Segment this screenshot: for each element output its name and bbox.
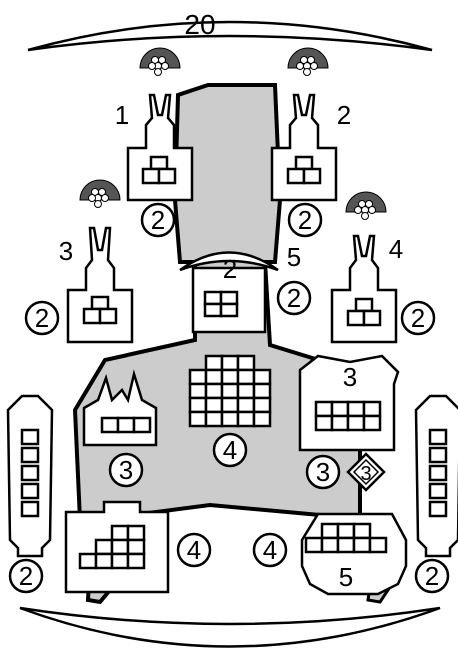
label-right-3: 3 [343,362,357,392]
circle-label: 2 [19,561,33,591]
label-center-5: 5 [287,242,301,272]
circle-label: 2 [425,561,439,591]
piece-2 [272,95,336,200]
circle-label: 2 [151,205,165,235]
label-piece-2: 2 [337,100,351,130]
piece-4 [332,236,396,342]
piece-3 [68,228,132,342]
circle-label: 3 [316,457,330,487]
circle-label: 4 [187,535,201,565]
circle-label: 2 [411,303,425,333]
label-piece-3: 3 [59,236,73,266]
circle-label: 2 [35,303,49,333]
label-bottom-5: 5 [339,562,353,592]
circle-label: 4 [223,435,237,465]
circle-label: 2 [298,205,312,235]
label-piece-1: 1 [115,100,129,130]
label-piece-4: 4 [389,234,403,264]
bottom-left-piece [66,502,168,592]
top-number: 20 [184,9,215,40]
circle-label: 2 [287,283,301,313]
bottom-right-piece [302,514,406,594]
label-center-2: 2 [223,254,237,284]
bottom-arc [20,608,440,647]
top-arc [28,22,432,50]
left-tower [8,396,52,556]
circle-label: 4 [263,535,277,565]
right-tower [416,396,458,556]
diamond-label: 3 [360,463,371,485]
circle-label: 3 [119,455,133,485]
